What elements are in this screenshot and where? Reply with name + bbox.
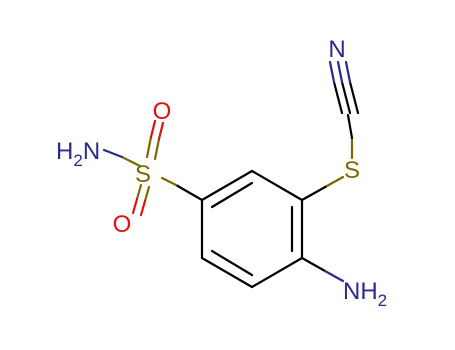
bond-c1-sulfonyl-s xyxy=(174,183,204,202)
sulfonyl-o-top-label: O xyxy=(153,98,172,125)
bond-c4-amine-n xyxy=(323,269,345,283)
atom-labels: S O O H2N S N NH2 xyxy=(56,36,387,310)
bond-s-o-bottom-b xyxy=(143,185,151,203)
ring-inner-double-3 xyxy=(210,249,254,277)
bond-s-o-top-a2 xyxy=(149,119,157,139)
ring-bond-c4-c5 xyxy=(250,256,304,289)
ring-bond-c2-c3 xyxy=(250,169,304,202)
ring-inner-double-1 xyxy=(210,181,254,209)
bond-c1-sulfonyl-s-colored xyxy=(160,176,178,187)
bond-s-o-top-a xyxy=(145,135,153,159)
bond-nitrile-triple-2n xyxy=(336,60,344,84)
substituent-bonds xyxy=(102,60,360,283)
thio-s-label: S xyxy=(344,157,360,184)
sulfonamide-nh2-label: H2N xyxy=(56,138,100,170)
sulfonamide-h: H xyxy=(56,138,73,165)
amine-nh: NH xyxy=(343,278,378,305)
sulfonyl-o-bottom-label: O xyxy=(113,211,132,238)
bond-c4-amine xyxy=(300,256,327,273)
nitrile-n-label: N xyxy=(328,36,345,63)
bond-s-nh2-n xyxy=(102,148,124,159)
sulfonamide-subscript: 2 xyxy=(73,151,82,170)
bond-s-o-top-b2 xyxy=(157,121,165,141)
bond-s-o-bottom-b2 xyxy=(139,199,147,217)
bond-nitrile-triple-2 xyxy=(340,80,352,115)
bond-nitrile-triple-3 xyxy=(348,80,360,115)
bond-s-nitrile-c2 xyxy=(346,113,354,140)
ring-bond-c1-c2 xyxy=(200,169,254,202)
bond-s-nh2 xyxy=(120,155,142,168)
ring-bond-c5-c6 xyxy=(200,256,254,289)
bond-c3-thio-s-colored xyxy=(325,175,345,188)
amine-subscript: 2 xyxy=(378,291,387,310)
sulfonamide-n: N xyxy=(83,138,100,165)
bond-nitrile-triple-1n xyxy=(328,60,336,84)
bond-s-o-bottom-a xyxy=(135,183,143,201)
bond-nitrile-triple-3n xyxy=(344,60,352,84)
bond-c3-thio-s xyxy=(300,184,329,202)
bond-nitrile-triple-1 xyxy=(332,80,344,115)
sulfonyl-s-label: S xyxy=(135,161,151,188)
bond-s-o-bottom-a2 xyxy=(131,197,139,215)
benzene-ring xyxy=(200,169,304,289)
bond-s-o-top-b xyxy=(153,137,161,161)
amine-nh2-label: NH2 xyxy=(343,278,387,310)
